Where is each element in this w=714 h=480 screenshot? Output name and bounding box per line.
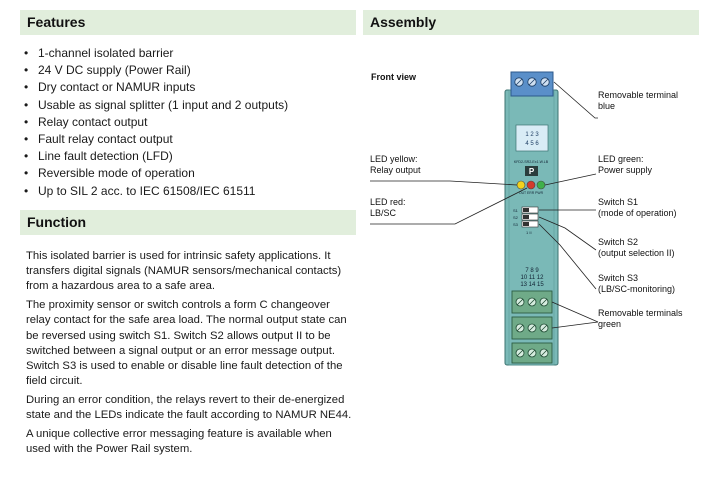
callout-bottom-terminals-2 <box>551 321 599 329</box>
function-paragraph: This isolated barrier is used for intrin… <box>26 250 342 293</box>
top-terminal-numbers-row2: 4 5 6 <box>525 141 539 147</box>
feature-item: •Dry contact or NAMUR inputs <box>24 80 196 95</box>
switch-s2 <box>521 213 539 221</box>
callout-top-terminal <box>553 81 598 119</box>
switch-s1 <box>521 206 539 214</box>
top-terminal-screws <box>514 77 550 87</box>
switch-name-s1: S1 <box>513 208 519 213</box>
callout-led-green <box>544 173 597 186</box>
function-text: This isolated barrier is used for intrin… <box>26 249 354 461</box>
label-led-green: LED green: Power supply <box>598 154 653 175</box>
callout-s2 <box>538 216 597 251</box>
label-led-yellow: LED yellow: Relay output <box>370 154 421 175</box>
function-paragraph: A unique collective error messaging feat… <box>26 427 332 455</box>
led-red <box>526 180 536 190</box>
label-switch-s3: Switch S3 (LB/SC-monitoring) <box>598 273 676 294</box>
switch-positions: 1 II <box>526 230 532 235</box>
label-led-red: LED red: LB/SC <box>370 197 406 218</box>
bottom-terminal-numbers-row3: 13 14 15 <box>520 282 544 288</box>
dip-switches <box>521 206 539 228</box>
function-heading: Function <box>20 210 356 235</box>
front-view-label: Front view <box>371 72 417 82</box>
label-switch-s2: Switch S2 (output selection II) <box>598 237 675 258</box>
pf-logo-letter: P <box>529 167 535 176</box>
assembly-heading: Assembly <box>363 10 699 35</box>
feature-item: •Fault relay contact output <box>24 131 173 146</box>
switch-name-s2: S2 <box>513 215 519 220</box>
label-top-terminal: Removable terminal blue <box>598 90 679 111</box>
feature-item: •1-channel isolated barrier <box>24 46 174 60</box>
pf-logo <box>525 166 538 176</box>
callout-bottom-terminals <box>551 301 599 323</box>
features-heading: Features <box>20 10 356 35</box>
top-terminal-numbers-row1: 1 2 3 <box>525 132 539 138</box>
bottom-terminal-numbers-row2: 10 11 12 <box>521 275 545 281</box>
callout-led-yellow <box>370 180 518 186</box>
led-labels: OUT ERR PWR <box>519 191 544 195</box>
label-bottom-terminals: Removable terminals green <box>598 308 683 329</box>
switch-name-s3: S3 <box>513 222 519 227</box>
label-switch-s1: Switch S1 (mode of operation) <box>598 197 677 218</box>
callout-led-red <box>370 187 528 225</box>
device-front-view-diagram: 1 2 3 4 5 6 KFD2-SR2-Ex1.W.LB P OUT ERR … <box>370 71 599 366</box>
label-window <box>515 124 549 152</box>
led-green <box>536 180 546 190</box>
feature-item: •Reversible mode of operation <box>24 166 195 181</box>
model-label: KFD2-SR2-Ex1.W.LB <box>514 160 549 164</box>
switch-s3 <box>521 220 539 228</box>
callout-s3 <box>538 223 597 290</box>
bottom-terminal-numbers-row1: 7 8 9 <box>525 268 539 274</box>
function-paragraph: The proximity sensor or switch controls … <box>26 299 347 388</box>
feature-item: •Line fault detection (LFD) <box>24 149 173 164</box>
function-paragraph: During an error condition, the relays re… <box>26 393 352 422</box>
feature-item: •Up to SIL 2 acc. to IEC 61508/IEC 61511 <box>24 183 256 198</box>
feature-item: •24 V DC supply (Power Rail) <box>24 63 191 78</box>
callout-lines <box>370 81 599 329</box>
feature-item: •Relay contact output <box>24 114 148 129</box>
led-yellow <box>516 180 526 190</box>
features-list: •1-channel isolated barrier •24 V DC sup… <box>24 45 288 200</box>
feature-item: •Usable as signal splitter (1 input and … <box>24 97 289 112</box>
